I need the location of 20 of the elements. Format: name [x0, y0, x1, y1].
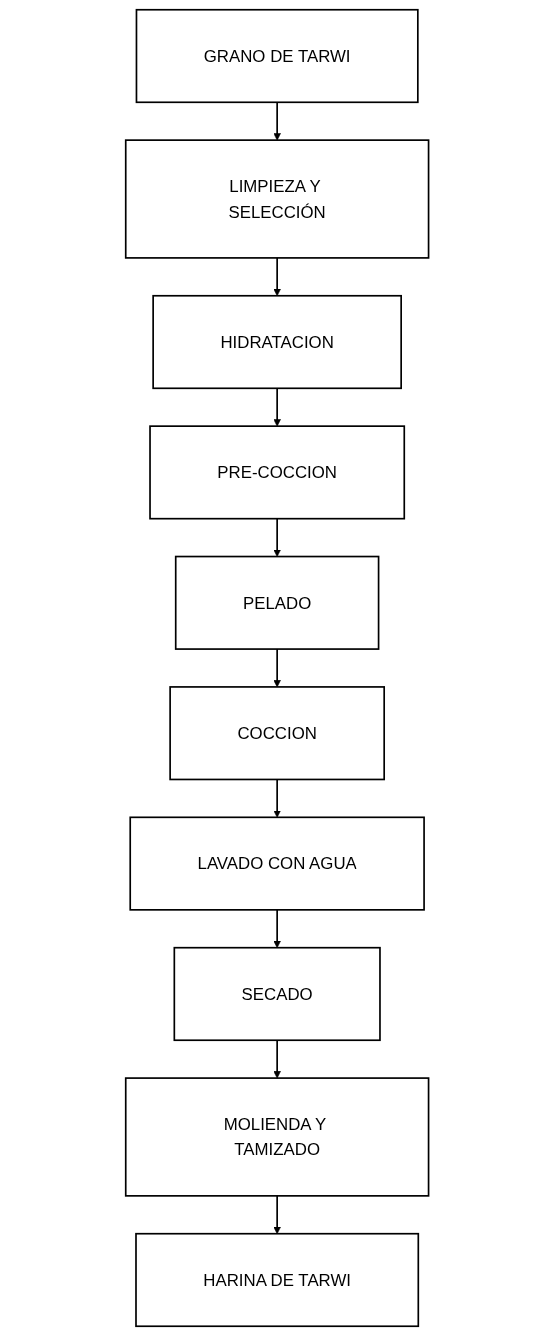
- node-box: [174, 555, 380, 650]
- node-box: [135, 1232, 419, 1327]
- node-box: [149, 424, 405, 519]
- arrow: [273, 908, 281, 948]
- node-box: [152, 294, 402, 389]
- arrow: [273, 647, 281, 687]
- node-box: [129, 816, 425, 911]
- node-box: [124, 1076, 430, 1197]
- node-box: [169, 685, 385, 780]
- arrow: [273, 1194, 281, 1234]
- node-box: [135, 8, 419, 103]
- flowchart: GRANO DE TARWI LIMPIEZA Y SELECCIÓN HIDRATACION PRE-COCCION PELADO COCCION LAVADO CON AGUA SECADO MOLIENDA Y TAMIZADO HARINA DE TARWI: [118, 2, 436, 1333]
- arrow: [273, 517, 281, 557]
- arrow: [273, 256, 281, 296]
- arrow: [273, 386, 281, 426]
- arrow: [273, 100, 281, 140]
- arrow: [273, 778, 281, 818]
- arrow: [273, 1038, 281, 1078]
- node-box: [124, 138, 430, 259]
- node-box: [173, 946, 381, 1041]
